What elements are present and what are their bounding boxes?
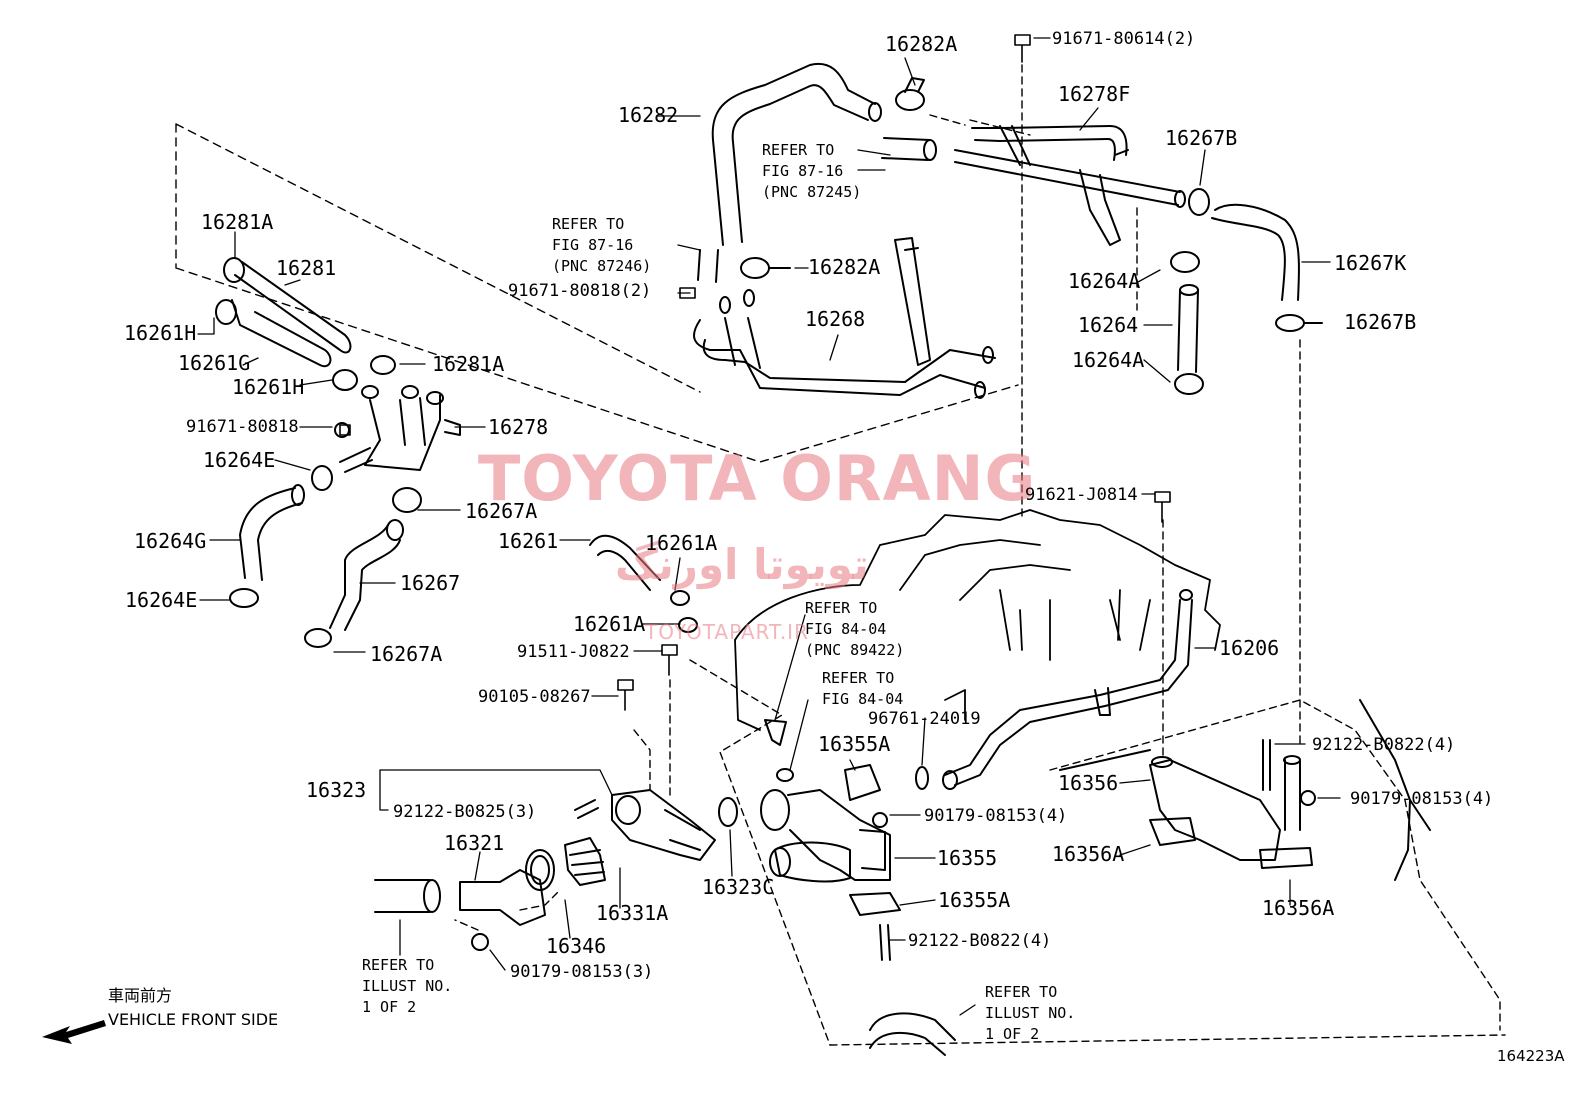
part-label-16261A: 16261A [573,612,646,636]
part-label-16264: 16264 [1078,313,1139,337]
part-label-16331A: 16331A [596,901,669,925]
vehicle-front-english: VEHICLE FRONT SIDE [108,1010,279,1029]
part-label-91671-80614: 91671-80614(2) [1052,29,1196,49]
leader-lines [197,37,1341,1016]
pipe-16206 [942,589,1193,790]
part-label-16267B: 16267B [1165,126,1238,150]
ref-note-84-04: REFER TO FIG 84-04 [822,669,904,708]
vehicle-front-japanese: 車両前方 [108,986,173,1005]
part-label-92122-B0822: 92122-B0822(4) [908,931,1052,951]
part-label-16206: 16206 [1219,636,1280,660]
part-label-16282: 16282 [618,103,679,127]
part-label-90179-08153: 90179-08153(4) [924,806,1068,826]
part-label-16268: 16268 [805,307,866,331]
hose-16267K [1188,188,1323,332]
part-label-16264A: 16264A [1068,269,1141,293]
part-label-91511-J0822: 91511-J0822 [517,642,630,662]
hose-16282 [697,62,937,283]
part-label-91671-80818: 91671-80818(2) [508,281,652,301]
bypass-16356 [1059,699,1431,881]
ref-note-illust-bottom: REFER TO ILLUST NO. 1 OF 2 [985,983,1076,1043]
part-label-16264E: 16264E [203,448,276,472]
clamps-16282A [740,77,925,279]
part-label-16264E: 16264E [125,588,198,612]
hoses-16281-16261G [215,257,396,391]
vehicle-front-arrow [42,1020,106,1044]
vehicle-front-label: 車両前方 VEHICLE FRONT SIDE [108,984,278,1032]
part-label-16356A: 16356A [1052,842,1125,866]
watermark-brand: TOYOTA ORANG [478,442,1037,515]
part-label-16321: 16321 [444,831,505,855]
part-label-16281A: 16281A [432,352,505,376]
hose-16261 [589,534,698,633]
part-label-16356A: 16356A [1262,896,1335,920]
part-label-92122-B0825: 92122-B0825(3) [393,802,537,822]
part-label-90179-08153: 90179-08153(3) [510,962,654,982]
intake-manifold [734,509,1221,731]
part-label-16261H: 16261H [232,375,305,399]
part-label-16261G: 16261G [178,351,251,375]
hose-16264 [1170,251,1204,395]
ref-note-87-16-87245: REFER TO FIG 87-16 (PNC 87245) [762,141,862,201]
part-label-16267A: 16267A [465,499,538,523]
water-outlet-16323 [374,789,738,951]
pipe-16278F [954,125,1186,246]
part-label-16355A: 16355A [938,888,1011,912]
group-boundary-dashed [175,123,1019,463]
part-label-16346: 16346 [546,934,607,958]
part-label-16355: 16355 [937,846,998,870]
watermark-arabic: تويوتا اورنگ [615,540,869,589]
part-label-16261A: 16261A [645,531,718,555]
part-label-16355A: 16355A [818,732,891,756]
ref-note-illust-left: REFER TO ILLUST NO. 1 OF 2 [362,956,453,1016]
part-label-16323C: 16323C [702,875,775,899]
ref-note-84-04-89422: REFER TO FIG 84-04 (PNC 89422) [805,599,905,659]
part-label-16282A: 16282A [885,32,958,56]
hose-ref-bottom [869,1012,956,1056]
hoses-16264G-16267 [229,465,422,648]
part-label-16278F: 16278F [1058,82,1131,106]
part-label-16278: 16278 [488,415,549,439]
part-label-16267A: 16267A [370,642,443,666]
part-label-16264G: 16264G [134,529,207,553]
diagram-code: 164223A [1497,1047,1565,1065]
part-label-91621-J0814: 91621-J0814 [1025,485,1138,505]
part-label-16356: 16356 [1058,771,1119,795]
pipe-16268 [693,237,996,399]
part-label-96761-24019: 96761-24019 [868,709,981,729]
part-label-16261H: 16261H [124,321,197,345]
part-label-16323: 16323 [306,778,367,802]
part-label-16267: 16267 [400,571,461,595]
part-label-16267B: 16267B [1344,310,1417,334]
part-label-90105-08267: 90105-08267 [478,687,591,707]
part-label-16267K: 16267K [1334,251,1407,275]
pipe-16278 [334,385,461,473]
part-label-16282A: 16282A [808,255,881,279]
bolts [339,34,1171,711]
water-inlet-16355 [760,719,929,961]
part-label-16264A: 16264A [1072,348,1145,372]
part-label-16261: 16261 [498,529,559,553]
ref-note-87-16-87246: REFER TO FIG 87-16 (PNC 87246) [552,215,652,275]
part-label-91671-80818: 91671-80818 [186,417,299,437]
part-label-92122-B0822: 92122-B0822(4) [1312,735,1456,755]
part-label-16281: 16281 [276,256,337,280]
watermark-site: TOYOTAPART.IR [645,620,809,644]
part-label-16281A: 16281A [201,210,274,234]
part-label-90179-08153: 90179-08153(4) [1350,789,1494,809]
